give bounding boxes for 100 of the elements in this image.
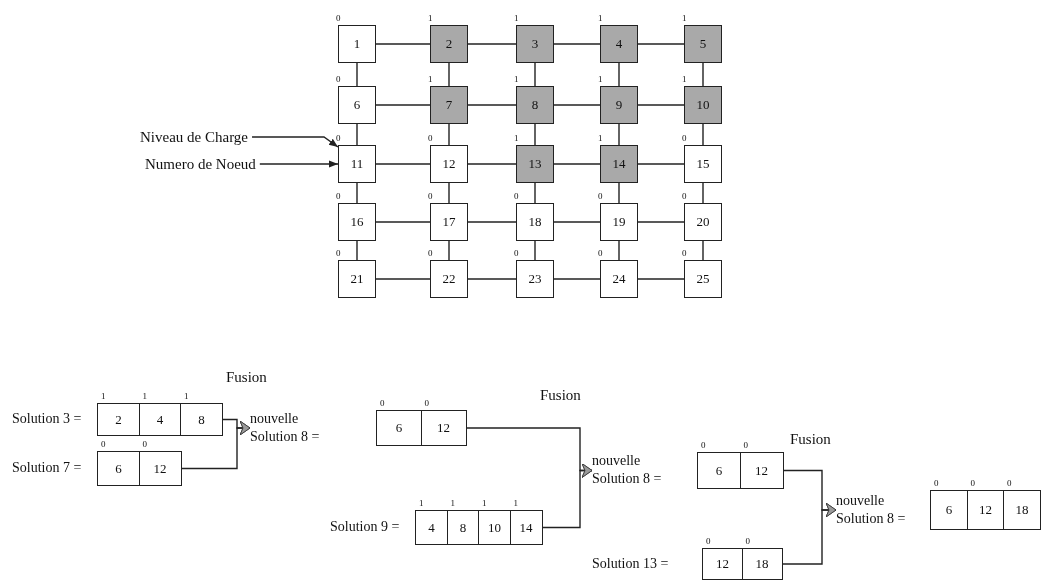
load-level: 0 [701,440,706,450]
node-box: 25 [684,260,722,298]
load-level: 0 [745,536,750,546]
connector-line [702,123,704,146]
node-box: 16 [338,203,376,241]
connector-line [702,182,704,204]
load-level: 1 [598,74,603,84]
array-cell: 14 [509,510,543,545]
connector-line [618,123,620,146]
load-level: 1 [101,391,106,401]
fusion-label: Fusion [226,368,267,386]
connector-line [618,62,620,87]
load-level: 0 [336,13,341,23]
loaded-node-box: 13 [516,145,554,183]
array-cell: 6 [930,490,968,530]
loaded-node-box: 9 [600,86,638,124]
array-cell: 18 [1003,490,1041,530]
array-cell: 18 [741,548,783,580]
connector-line [637,43,685,45]
connector-line [553,278,601,280]
load-level: 1 [514,74,519,84]
solution-label: nouvelle Solution 8 = [592,452,663,488]
connector-line [448,182,450,204]
connector-line [375,278,431,280]
load-level: 0 [598,248,603,258]
connector-line [553,104,601,106]
connector-line [534,123,536,146]
solution-label: Solution 3 = [12,410,83,428]
node-box: 19 [600,203,638,241]
load-level: 1 [142,391,147,401]
loaded-node-box: 8 [516,86,554,124]
fusion-label: Fusion [790,430,831,448]
connector-line [534,182,536,204]
connector-line [618,182,620,204]
node-box: 1 [338,25,376,63]
load-level: 0 [101,439,106,449]
array-cell: 6 [376,410,422,446]
connector-line [375,43,431,45]
solution-label: Solution 7 = [12,459,83,477]
node-box: 23 [516,260,554,298]
load-level: 0 [1007,478,1012,488]
connector-line [356,62,358,87]
connector-line [637,221,685,223]
array-cell: 12 [138,451,182,486]
loaded-node-box: 7 [430,86,468,124]
array-cell: 12 [420,410,467,446]
connector-line [534,62,536,87]
load-level: 1 [514,13,519,23]
loaded-node-box: 14 [600,145,638,183]
load-level: 1 [428,74,433,84]
solution-label: Solution 9 = [330,518,401,536]
array-cell: 12 [702,548,743,580]
annotation-label: Numero de Noeud [145,155,256,173]
load-level: 0 [682,248,687,258]
load-level: 0 [514,248,519,258]
load-level: 0 [743,440,748,450]
array-cell: 10 [478,510,511,545]
fusion-label: Fusion [540,386,581,404]
node-box: 24 [600,260,638,298]
load-level: 1 [598,13,603,23]
load-level: 0 [424,398,429,408]
load-level: 0 [514,191,519,201]
annotation-label: Niveau de Charge [140,128,249,146]
merge-bracket-arrow [180,420,251,470]
array-cell: 12 [739,452,784,489]
load-level: 0 [682,191,687,201]
array-cell: 6 [697,452,741,489]
load-level: 0 [142,439,147,449]
load-level: 0 [336,191,341,201]
load-level: 0 [706,536,711,546]
merge-bracket-arrow [541,463,593,529]
connector-line [637,163,685,165]
loaded-node-box: 4 [600,25,638,63]
connector-line [448,123,450,146]
load-level: 1 [514,133,519,143]
load-level: 0 [428,248,433,258]
load-level: 0 [682,133,687,143]
loaded-node-box: 3 [516,25,554,63]
solution-label: nouvelle Solution 8 = [250,410,321,446]
load-level: 0 [970,478,975,488]
connector-line [356,182,358,204]
load-level: 0 [934,478,939,488]
node-box: 20 [684,203,722,241]
connector-line [553,43,601,45]
node-box: 21 [338,260,376,298]
connector-line [534,240,536,261]
node-box: 17 [430,203,468,241]
connector-line [702,240,704,261]
array-cell: 12 [966,490,1005,530]
array-cell: 4 [415,510,448,545]
connector-line [618,240,620,261]
node-box: 6 [338,86,376,124]
load-level: 1 [598,133,603,143]
loaded-node-box: 5 [684,25,722,63]
connector-line [467,43,517,45]
load-level: 1 [184,391,189,401]
connector-line [637,278,685,280]
node-box: 12 [430,145,468,183]
load-level: 0 [336,248,341,258]
load-level: 1 [450,498,455,508]
